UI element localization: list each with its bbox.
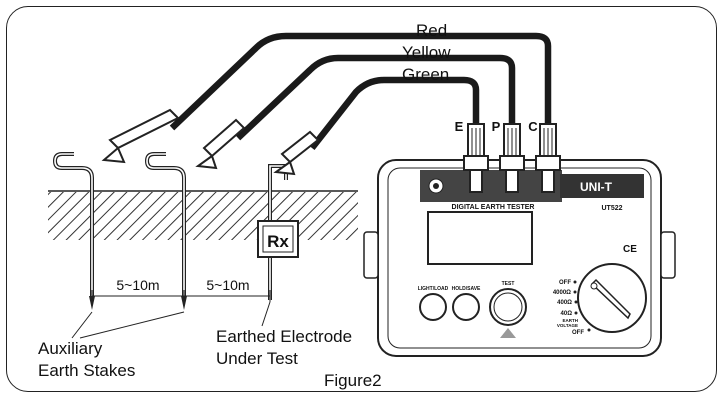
earth-tester-device xyxy=(363,159,676,357)
dial-off-top: OFF xyxy=(559,280,571,286)
auxiliary-stake-c xyxy=(52,152,95,310)
brand-logo: UNI-T xyxy=(580,180,613,194)
rx-box xyxy=(257,220,299,258)
hold-save-label: HOLD/SAVE xyxy=(452,286,481,292)
ce-mark: CE xyxy=(623,244,637,255)
figure-frame xyxy=(6,6,717,392)
wire-label-red: Red xyxy=(416,21,447,40)
distance-label-1: 5~10m xyxy=(116,277,159,293)
terminal-e-label: E xyxy=(455,119,464,134)
dial-voltage: VOLTAGE xyxy=(557,323,578,328)
clip-green xyxy=(273,130,320,176)
rx-label: Rx xyxy=(267,232,289,251)
plug-e xyxy=(463,123,489,193)
auxiliary-label-line1: Auxiliary xyxy=(38,339,103,358)
panel-title: DIGITAL EARTH TESTER xyxy=(452,204,535,211)
light-load-label: LIGHT/LOAD xyxy=(418,286,449,292)
figure-caption: Figure2 xyxy=(324,371,382,390)
clip-yellow xyxy=(195,118,246,170)
cable-yellow xyxy=(235,54,516,141)
earthed-electrode-label-line1: Earthed Electrode xyxy=(216,327,352,346)
cable-red xyxy=(169,32,552,131)
auxiliary-stake-p xyxy=(144,152,187,310)
test-label: TEST xyxy=(502,281,515,287)
plug-p xyxy=(499,123,525,193)
wire-label-yellow: Yellow xyxy=(402,43,451,62)
earthed-electrode-label-line2: Under Test xyxy=(216,349,298,368)
model-number: UT522 xyxy=(601,205,622,212)
clip-red xyxy=(101,108,180,164)
dial-40: 40Ω xyxy=(561,311,573,317)
auxiliary-label-line2: Earth Stakes xyxy=(38,361,135,380)
dial-4000: 4000Ω xyxy=(553,290,571,296)
distance-label-2: 5~10m xyxy=(206,277,249,293)
terminal-c-label: C xyxy=(528,119,538,134)
distance-markers xyxy=(91,290,271,302)
dial-earth: EARTH xyxy=(563,318,579,323)
leader-lines xyxy=(71,301,271,339)
wire-label-green: Green xyxy=(402,65,449,84)
cable-green xyxy=(309,76,480,151)
ground xyxy=(48,190,358,240)
terminal-p-label: P xyxy=(492,119,501,134)
plug-c xyxy=(535,123,561,193)
dial-400: 400Ω xyxy=(557,300,572,306)
dial-off-bottom: OFF xyxy=(572,330,584,336)
